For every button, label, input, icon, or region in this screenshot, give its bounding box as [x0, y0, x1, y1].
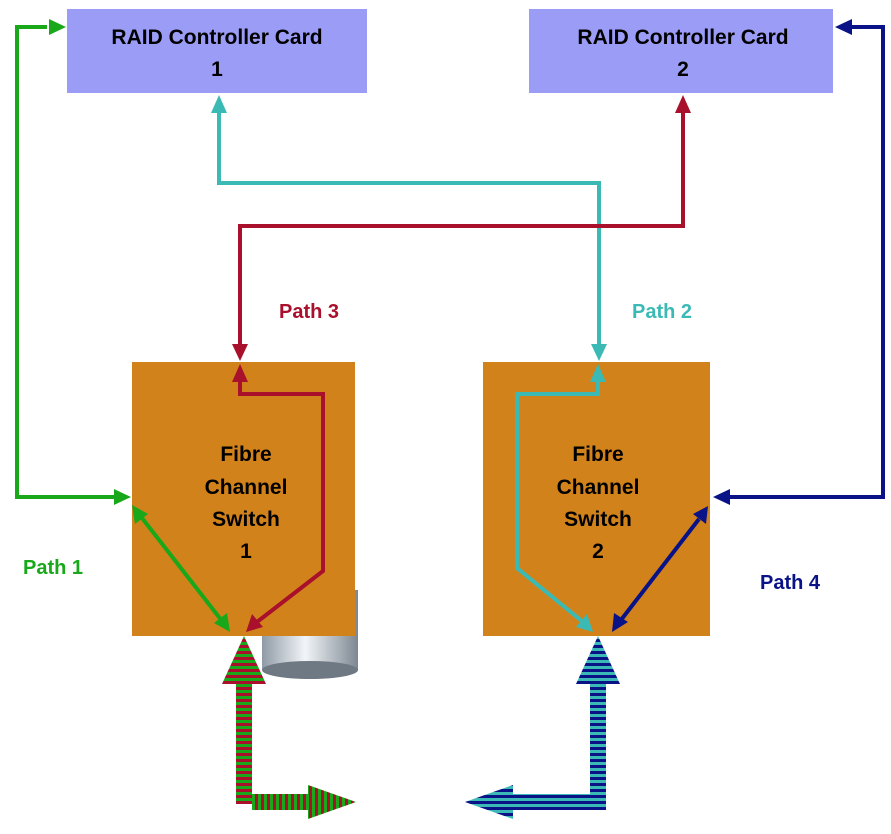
raid-controller-card-2: RAID Controller Card 2	[529, 9, 833, 93]
fibre-channel-switch-1: Fibre Channel Switch 1	[132, 362, 355, 636]
path-2-connector	[211, 95, 607, 632]
switch-2-line1: Fibre	[572, 443, 623, 466]
path-4-label: Path 4	[760, 572, 821, 594]
controller-1-title: RAID Controller Card	[111, 26, 322, 49]
path-2-label: Path 2	[632, 301, 692, 323]
switch-1-line1: Fibre	[220, 443, 271, 466]
path-4-connector	[612, 19, 885, 632]
controller-1-number: 1	[211, 58, 223, 81]
combined-link-left	[222, 636, 356, 819]
controller-2-box	[529, 9, 833, 93]
combined-link-right	[465, 636, 620, 819]
controller-2-title: RAID Controller Card	[577, 26, 788, 49]
controller-1-box	[67, 9, 367, 93]
raid-controller-card-1: RAID Controller Card 1	[67, 9, 367, 93]
switch-1-box	[132, 362, 355, 636]
fibre-channel-switch-2: Fibre Channel Switch 2	[483, 362, 710, 636]
switch-1-line3: Switch	[212, 508, 280, 531]
path-3-label: Path 3	[279, 301, 339, 323]
path-3-connector	[232, 95, 691, 632]
path-1-label: Path 1	[23, 557, 83, 579]
controller-2-number: 2	[677, 58, 689, 81]
switch-2-number: 2	[592, 540, 604, 563]
switch-2-line2: Channel	[557, 476, 640, 499]
switch-1-number: 1	[240, 540, 252, 563]
switch-1-line2: Channel	[205, 476, 288, 499]
switch-2-line3: Switch	[564, 508, 632, 531]
path-1-connector	[15, 19, 230, 632]
switch-2-box	[483, 362, 710, 636]
